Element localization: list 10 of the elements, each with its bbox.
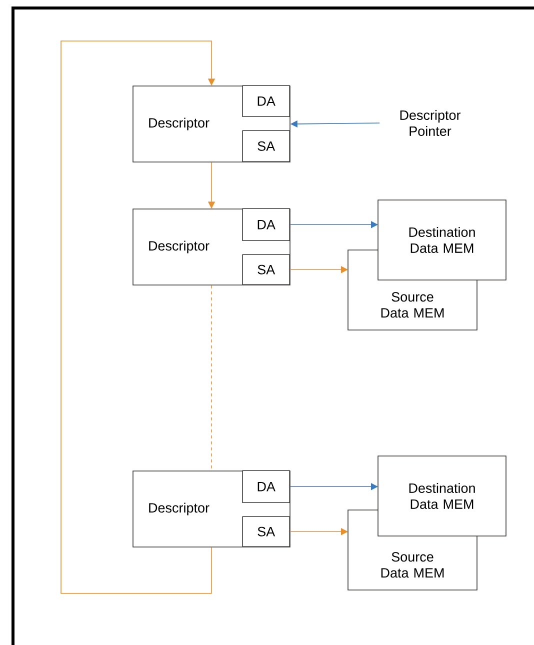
address-field: SA <box>242 516 290 547</box>
address-field: SA <box>242 130 290 162</box>
address-field: DA <box>242 208 290 241</box>
memory-box: Destination Data MEM <box>378 200 506 280</box>
address-field: SA <box>242 254 290 285</box>
arrow <box>60 40 216 594</box>
address-field: DA <box>242 470 290 503</box>
pointer-label: Descriptor Pointer <box>400 110 461 136</box>
memory-box: Destination Data MEM <box>378 456 506 536</box>
address-field: DA <box>242 85 290 117</box>
